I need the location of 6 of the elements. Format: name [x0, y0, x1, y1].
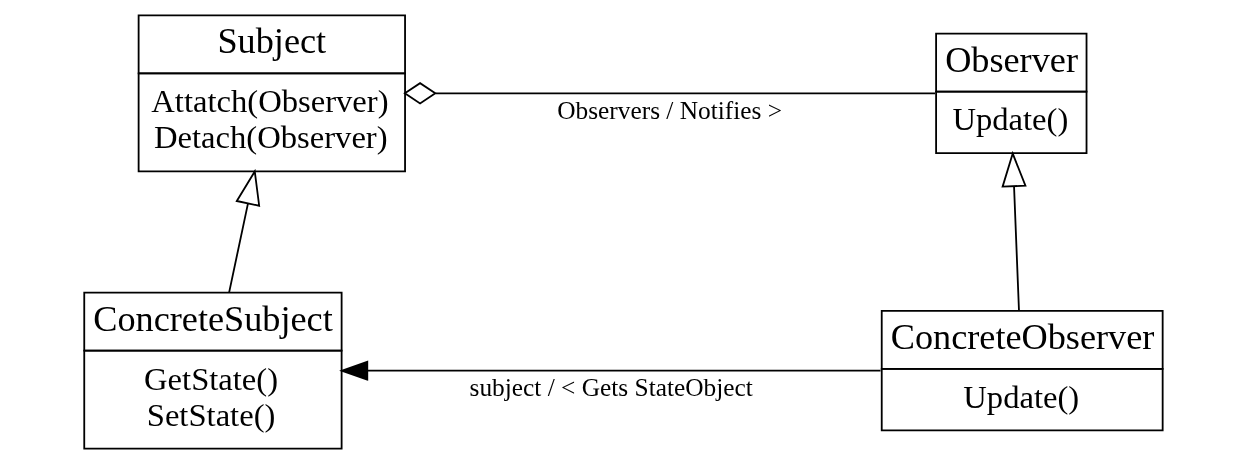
- arrow: [227, 168, 260, 294]
- arrow: [338, 360, 881, 381]
- connector: [402, 82, 936, 105]
- edge-label: subject / < Gets StateObject: [469, 373, 753, 402]
- arrow: [1000, 150, 1027, 312]
- edge-label: Observers / Notifies >: [556, 96, 782, 125]
